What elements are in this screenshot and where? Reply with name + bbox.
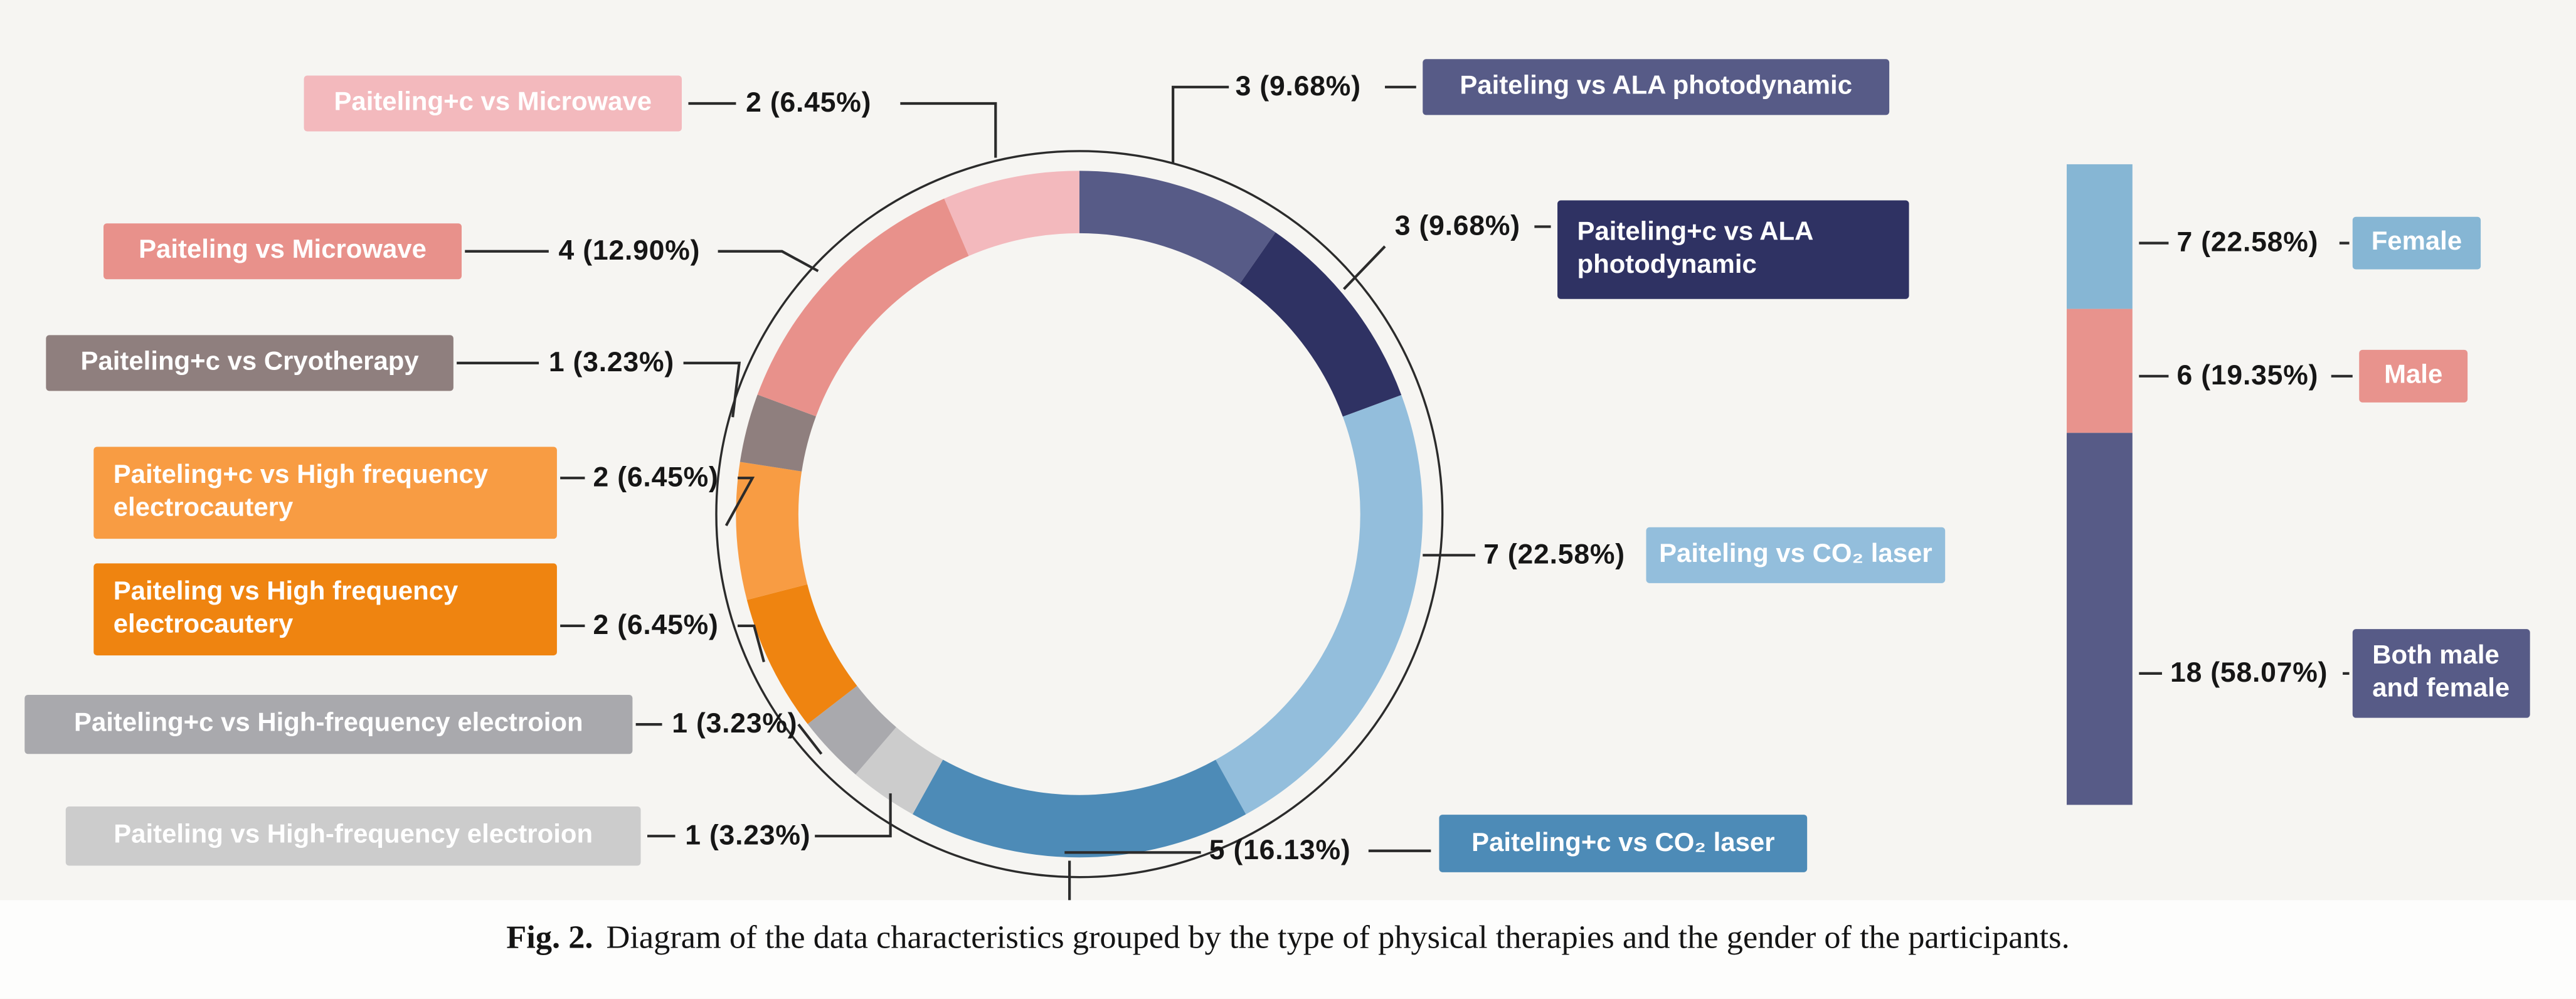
donut-segment-2 <box>1216 394 1423 815</box>
bar-segment-0 <box>2067 164 2133 309</box>
leader-line <box>815 793 892 838</box>
donut-segment-8 <box>739 394 816 472</box>
leader-line <box>900 102 997 158</box>
donut-segment-5 <box>807 685 896 774</box>
value-paiteling-c-vs-cryotherapy: 1 (3.23%) <box>548 346 674 378</box>
figure-caption-text: Diagram of the data characteristics grou… <box>606 919 2070 956</box>
value-paiteling-c-vs-co2-laser: 5 (16.13%) <box>1209 834 1351 866</box>
figure-number: Fig. 2. <box>506 919 593 956</box>
leader-line <box>724 477 755 527</box>
donut-segment-0 <box>1079 171 1276 284</box>
value-paiteling-vs-high-frequency-electroion: 1 (3.23%) <box>685 820 811 851</box>
bar-segment-2 <box>2067 433 2133 805</box>
figure-caption: Fig. 2. Diagram of the data characteristi… <box>0 920 2576 958</box>
value-paiteling-c-vs-microwave: 2 (6.45%) <box>746 87 872 119</box>
label-paiteling-c-vs-microwave: Paiteling+c vs Microwave <box>304 75 682 132</box>
leader-line <box>797 723 823 755</box>
label-paiteling-vs-ala-photodynamic: Paiteling vs ALA photodynamic <box>1423 59 1890 115</box>
caption-band: Fig. 2. Diagram of the data characteristi… <box>0 900 2576 999</box>
donut-segment-4 <box>856 727 943 815</box>
leader-line <box>718 250 819 273</box>
donut-segment-1 <box>1239 232 1402 417</box>
value-paiteling-vs-co2-laser: 7 (22.58%) <box>1483 539 1625 570</box>
leader-line <box>683 361 741 418</box>
label-paiteling-vs-co2-laser: Paiteling vs CO₂ laser <box>1646 527 1946 583</box>
donut-outline-circle <box>715 150 1444 879</box>
label-both-male-and-female: Both male and female <box>2352 629 2530 718</box>
label-paiteling-c-vs-high-frequency-electrocautery: Paiteling+c vs High frequency electrocau… <box>93 447 557 539</box>
value-paiteling-vs-microwave: 4 (12.90%) <box>558 235 701 267</box>
label-paiteling-vs-microwave: Paiteling vs Microwave <box>103 223 462 280</box>
label-paiteling-c-vs-co2-laser: Paiteling+c vs CO₂ laser <box>1439 815 1808 872</box>
value-paiteling-vs-high-frequency-electrocautery: 2 (6.45%) <box>593 609 719 641</box>
value-paiteling-c-vs-high-frequency-electroion: 1 (3.23%) <box>672 707 798 739</box>
donut-segment-7 <box>736 462 808 600</box>
donut-segment-6 <box>746 584 857 724</box>
leader-line <box>1343 245 1386 290</box>
value-paiteling-c-vs-high-frequency-electrocautery: 2 (6.45%) <box>593 462 719 493</box>
label-paiteling-vs-high-frequency-electroion: Paiteling vs High-frequency electroion <box>65 806 641 866</box>
leader-line <box>1172 85 1229 163</box>
label-female: Female <box>2352 216 2481 270</box>
donut-segment-10 <box>944 171 1079 256</box>
donut-segment-9 <box>757 198 969 416</box>
label-paiteling-c-vs-high-frequency-electroion: Paiteling+c vs High-frequency electroion <box>24 694 633 754</box>
donut-segment-3 <box>913 759 1246 858</box>
leader-lines <box>457 85 2353 902</box>
leader-line <box>738 624 765 663</box>
label-male: Male <box>2359 349 2468 403</box>
label-paiteling-c-vs-cryotherapy: Paiteling+c vs Cryotherapy <box>46 335 453 391</box>
donut-chart <box>736 171 1423 858</box>
value-paiteling-c-vs-ala-photodynamic: 3 (9.68%) <box>1394 210 1520 242</box>
label-paiteling-vs-high-frequency-electrocautery: Paiteling vs High frequency electrocaute… <box>93 563 557 656</box>
value-female: 7 (22.58%) <box>2176 226 2319 258</box>
gender-bar <box>2067 164 2133 805</box>
bar-segment-1 <box>2067 309 2133 433</box>
value-paiteling-vs-ala-photodynamic: 3 (9.68%) <box>1235 70 1361 102</box>
value-both-male-and-female: 18 (58.07%) <box>2170 657 2328 689</box>
value-male: 6 (19.35%) <box>2176 359 2319 391</box>
label-paiteling-c-vs-ala-photodynamic: Paiteling+c vs ALA photodynamic <box>1557 200 1909 299</box>
